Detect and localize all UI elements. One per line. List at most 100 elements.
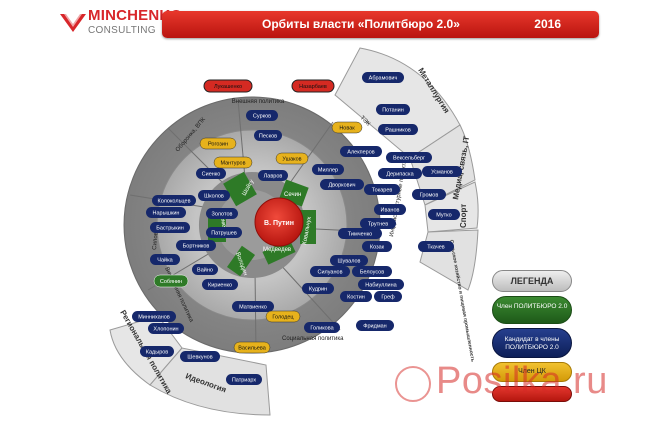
- sector-agro-bg: [419, 229, 479, 291]
- year-label: 2016: [534, 17, 561, 31]
- legend-member: Член ПОЛИТБЮРО 2.0: [492, 296, 572, 324]
- svg-text:Кудрин: Кудрин: [309, 287, 327, 293]
- pill-fridman: Фридман: [356, 320, 394, 331]
- svg-text:Минниханов: Минниханов: [138, 315, 170, 321]
- pill-rogozin: Рогозин: [199, 137, 237, 150]
- pill-ivanov: Иванов: [374, 204, 406, 215]
- svg-text:Кириенко: Кириенко: [208, 283, 232, 289]
- pill-surkov: Сурков: [246, 110, 278, 121]
- pill-vasilyeva: Васильева: [233, 341, 271, 354]
- pill-zolotov: Золотов: [206, 208, 238, 219]
- svg-text:Новак: Новак: [339, 126, 355, 132]
- pill-peskov: Песков: [254, 130, 282, 141]
- svg-text:Вексельберг: Вексельберг: [393, 156, 425, 162]
- page-title: Орбиты власти «Политбюро 2.0»: [262, 17, 460, 31]
- legend-cc-member: Член ЦК: [492, 362, 572, 382]
- pill-kudrin: Кудрин: [302, 283, 334, 294]
- pill-patrushev: Патрушев: [206, 227, 242, 238]
- pill-lavrov: Лавров: [258, 170, 288, 181]
- svg-text:Кадыров: Кадыров: [146, 350, 169, 356]
- pill-ushakov: Ушаков: [275, 152, 309, 165]
- pill-chaika: Чайка: [150, 254, 180, 265]
- pill-lukashenko: Лукашенко: [203, 79, 253, 93]
- pill-bortnikov: Бортников: [176, 240, 216, 251]
- svg-text:Ушаков: Ушаков: [282, 157, 301, 163]
- inner-label-sechin: Сечин: [284, 192, 301, 198]
- svg-text:Потанин: Потанин: [382, 108, 404, 114]
- pill-shkolov: Школов: [198, 190, 230, 201]
- svg-text:Ткачев: Ткачев: [427, 245, 445, 251]
- svg-text:Бортников: Бортников: [183, 244, 210, 250]
- svg-text:Греф: Греф: [381, 295, 395, 301]
- logo-subtitle: CONSULTING: [88, 25, 156, 36]
- inner-label-kovalchuk: Ковальчук: [302, 216, 313, 245]
- title-bar: Орбиты власти «Политбюро 2.0» 2016: [162, 11, 599, 38]
- pill-sobyanin: Собянин: [153, 274, 189, 288]
- header: MINCHENKO CONSULTING Орбиты власти «Поли…: [0, 0, 660, 52]
- watermark-icon: [395, 366, 431, 402]
- pill-novak: Новак: [331, 121, 363, 134]
- svg-text:Хлопонин: Хлопонин: [153, 327, 178, 333]
- pill-golodets: Голодец: [265, 310, 301, 323]
- svg-text:Дерипаска: Дерипаска: [386, 172, 414, 178]
- svg-text:Набиуллина: Набиуллина: [365, 283, 397, 289]
- pill-manturov: Мантуров: [213, 156, 253, 169]
- pill-miller: Миллер: [312, 164, 344, 175]
- pill-kadyrov: Кадыров: [140, 346, 174, 357]
- svg-text:Иванов: Иванов: [381, 208, 400, 214]
- svg-text:Шевкунов: Шевкунов: [187, 355, 212, 361]
- pill-kolokoltsev: Колокольцев: [152, 195, 196, 206]
- people-pills: Лукашенко Назарбаев Сурков Песков Ушаков…: [132, 72, 462, 385]
- member-block-kovalchuk: [300, 210, 316, 244]
- svg-text:Шувалов: Шувалов: [338, 259, 361, 265]
- logo-name: MINCHENKO: [88, 7, 183, 24]
- pill-kozak: Козак: [362, 241, 392, 252]
- center-putin: [254, 197, 304, 247]
- svg-text:Токарев: Токарев: [372, 188, 393, 194]
- pill-abramovich: Абрамович: [362, 72, 404, 83]
- svg-text:Назарбаев: Назарбаев: [299, 84, 327, 90]
- svg-text:Нарышкин: Нарышкин: [153, 211, 180, 217]
- pill-kirienko: Кириенко: [202, 279, 238, 290]
- svg-text:Чайка: Чайка: [157, 257, 173, 264]
- pill-tkachev: Ткачев: [418, 241, 454, 252]
- svg-text:Алекперов: Алекперов: [347, 150, 374, 156]
- sector-ideology-bg: [149, 347, 271, 416]
- pill-timchenko: Тимченко: [338, 228, 382, 239]
- svg-text:Сиенко: Сиенко: [202, 172, 221, 178]
- svg-text:Трутнев: Трутнев: [368, 222, 388, 228]
- svg-text:Васильева: Васильева: [238, 346, 267, 352]
- pill-vaino: Вайно: [192, 264, 218, 275]
- pill-mutko: Мутко: [428, 209, 460, 220]
- svg-text:Бастрыкин: Бастрыкин: [156, 226, 183, 232]
- pill-naryshkin: Нарышкин: [146, 207, 186, 218]
- svg-text:Патриарх: Патриарх: [232, 378, 257, 384]
- pill-belousov: Белоусов: [352, 266, 392, 277]
- svg-text:Усманов: Усманов: [431, 170, 453, 176]
- svg-text:Золотов: Золотов: [212, 212, 233, 218]
- svg-text:Козак: Козак: [370, 245, 385, 251]
- svg-text:Лавров: Лавров: [264, 174, 283, 180]
- svg-text:Рашников: Рашников: [385, 128, 411, 134]
- pill-trutnev: Трутнев: [360, 218, 396, 229]
- pill-nazarbaev: Назарбаев: [291, 79, 335, 93]
- pill-patriarkh: Патриарх: [226, 374, 262, 385]
- pill-kostin: Костин: [340, 291, 372, 302]
- svg-text:Костин: Костин: [347, 295, 365, 301]
- svg-text:Мутко: Мутко: [436, 213, 451, 219]
- svg-text:Патрушев: Патрушев: [211, 231, 237, 237]
- sector-label-sport: Спорт: [459, 204, 468, 228]
- watermark: Posilka.ru: [436, 360, 608, 402]
- pill-golikova: Голикова: [304, 322, 340, 333]
- pill-sienko: Сиенко: [196, 168, 226, 179]
- svg-text:Лукашенко: Лукашенко: [214, 84, 242, 90]
- pill-nabiullina: Набиуллина: [358, 279, 404, 290]
- pill-gromov: Громов: [412, 189, 446, 200]
- legend-candidate: Кандидат в члены ПОЛИТБЮРО 2.0: [492, 328, 572, 358]
- svg-text:Колокольцев: Колокольцев: [157, 199, 190, 205]
- sector-label-social: Социальная политика: [282, 336, 344, 342]
- inner-label-chemezov: Чемезов: [218, 212, 228, 237]
- legend-red: [492, 386, 572, 402]
- member-block-volodin: [226, 245, 256, 277]
